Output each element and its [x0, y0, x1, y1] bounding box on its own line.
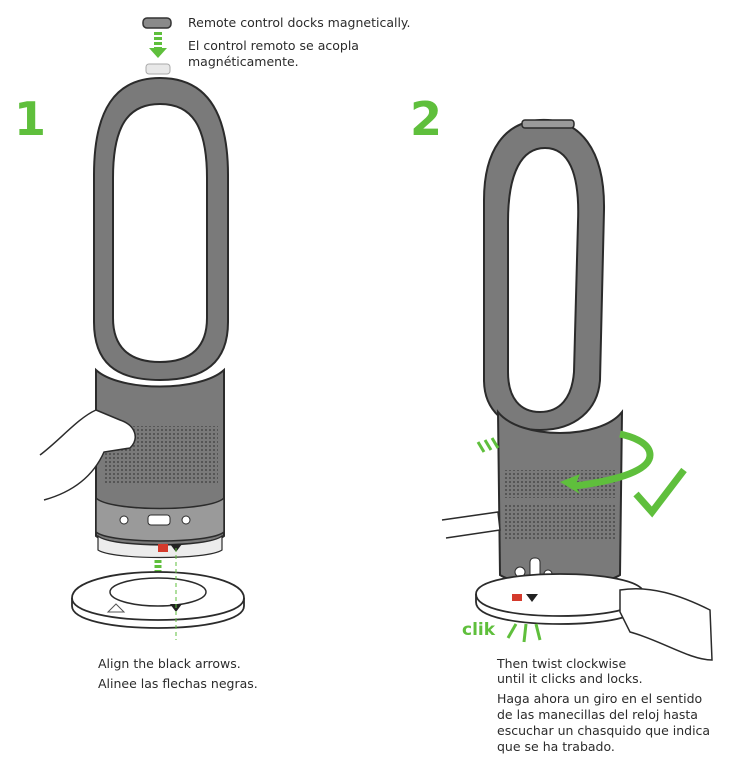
step-2-caption-es-line2: de las manecillas del reloj hasta	[497, 707, 698, 722]
hand-icon	[39, 409, 136, 501]
base-ring-icon	[71, 571, 245, 629]
motion-lines-icon	[476, 437, 542, 643]
step-1-fan-illustration	[39, 17, 245, 640]
step-1-caption-es: Alinee las flechas negras.	[98, 676, 258, 691]
remote-note-es-line2: magnéticamente.	[188, 54, 299, 69]
step-1-caption-en: Align the black arrows.	[98, 656, 241, 671]
dock-arrow-icon	[149, 32, 167, 58]
step-2-caption-es-line1: Haga ahora un giro en el sentido	[497, 691, 703, 706]
click-sound-label: clik	[462, 620, 496, 640]
checkmark-icon	[633, 467, 687, 518]
twist-clockwise-arrow-icon	[560, 430, 654, 494]
step-2-caption-en-line1: Then twist clockwise	[497, 656, 627, 671]
left-hand-icon	[441, 511, 501, 539]
docked-remote-icon	[521, 119, 575, 129]
remote-note-es-line1: El control remoto se acopla	[188, 38, 359, 53]
step-2-caption-en-line2: until it clicks and locks.	[497, 671, 643, 686]
remote-control-icon	[142, 17, 172, 75]
step-2-fan-illustration	[441, 118, 713, 661]
right-hand-icon	[619, 587, 713, 661]
step-1-number: 1	[14, 92, 47, 146]
step-2-caption-es-line4: que se ha trabado.	[497, 739, 615, 754]
remote-note-en: Remote control docks magnetically.	[188, 15, 411, 30]
step-2-number: 2	[410, 92, 443, 146]
step-2-caption-es-line3: escuchar un chasquido que indica	[497, 723, 711, 738]
